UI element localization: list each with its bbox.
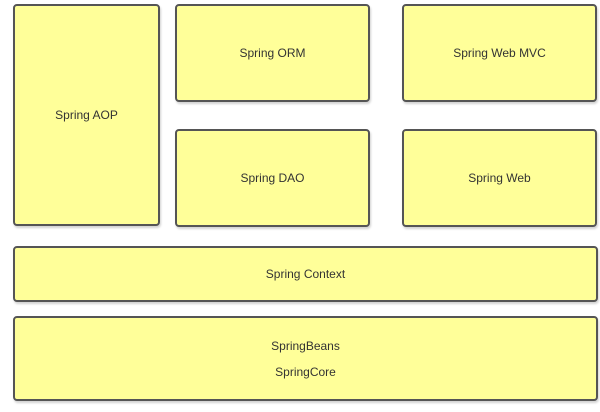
spring-web-mvc-module: Spring Web MVC xyxy=(402,4,597,102)
spring-core-label: SpringCore xyxy=(275,364,336,379)
spring-web-label: Spring Web xyxy=(468,171,531,185)
spring-web-module: Spring Web xyxy=(402,129,597,227)
spring-web-mvc-label: Spring Web MVC xyxy=(453,46,546,60)
spring-dao-module: Spring DAO xyxy=(175,129,370,227)
spring-orm-label: Spring ORM xyxy=(239,46,306,60)
spring-aop-module: Spring AOP xyxy=(13,4,160,226)
spring-dao-label: Spring DAO xyxy=(240,171,305,185)
spring-orm-module: Spring ORM xyxy=(175,4,370,102)
spring-context-module: Spring Context xyxy=(13,246,598,302)
spring-aop-label: Spring AOP xyxy=(55,108,118,122)
spring-beans-core-module: SpringBeans SpringCore xyxy=(13,316,598,401)
spring-context-label: Spring Context xyxy=(265,267,346,281)
spring-beans-label: SpringBeans xyxy=(271,338,340,353)
